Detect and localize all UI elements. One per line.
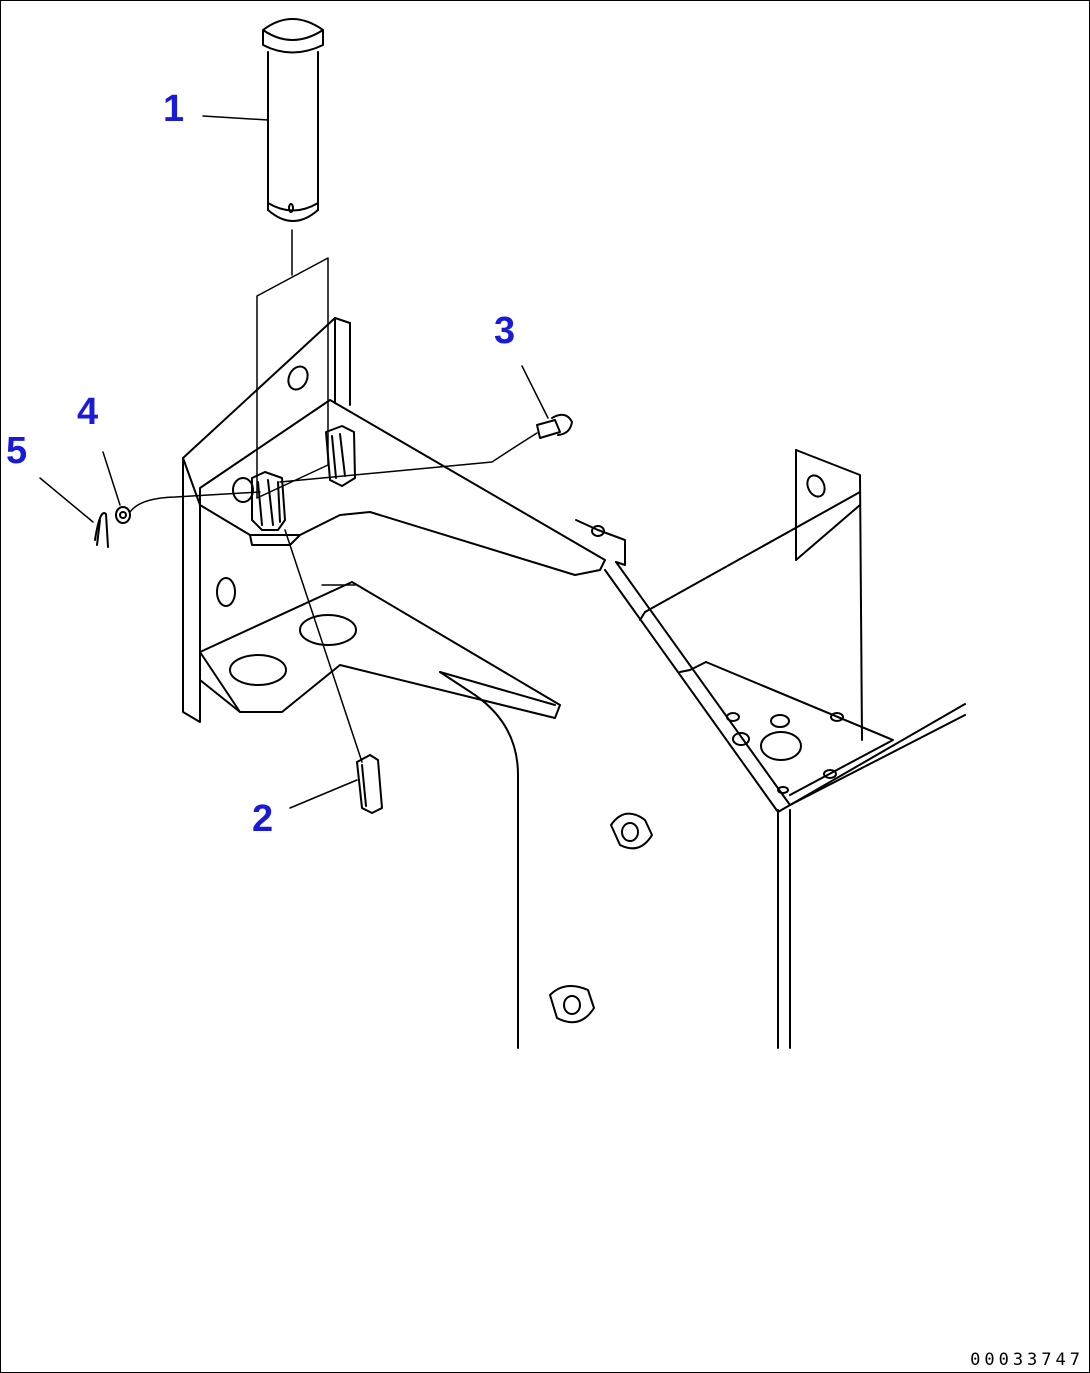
assembly-lines: [39, 115, 549, 809]
frame-holes: [591, 474, 844, 794]
part-4-washer: [115, 506, 131, 524]
callout-5: 5: [6, 430, 28, 472]
part-1-pin: [262, 18, 324, 276]
part-2-key: [356, 754, 383, 814]
part-5-cotter-pin: [94, 512, 109, 548]
callout-3: 3: [494, 310, 516, 352]
drawing-number: 00033747: [970, 1350, 1084, 1370]
callout-4: 4: [77, 391, 99, 433]
part-3-bolt: [536, 413, 573, 439]
shim-plate: [256, 257, 329, 499]
callout-2: 2: [252, 798, 274, 840]
callout-1: 1: [163, 88, 185, 130]
main-frame: [439, 449, 966, 1049]
wall-bosses: [549, 812, 653, 1024]
hinge-bracket: [182, 317, 606, 723]
